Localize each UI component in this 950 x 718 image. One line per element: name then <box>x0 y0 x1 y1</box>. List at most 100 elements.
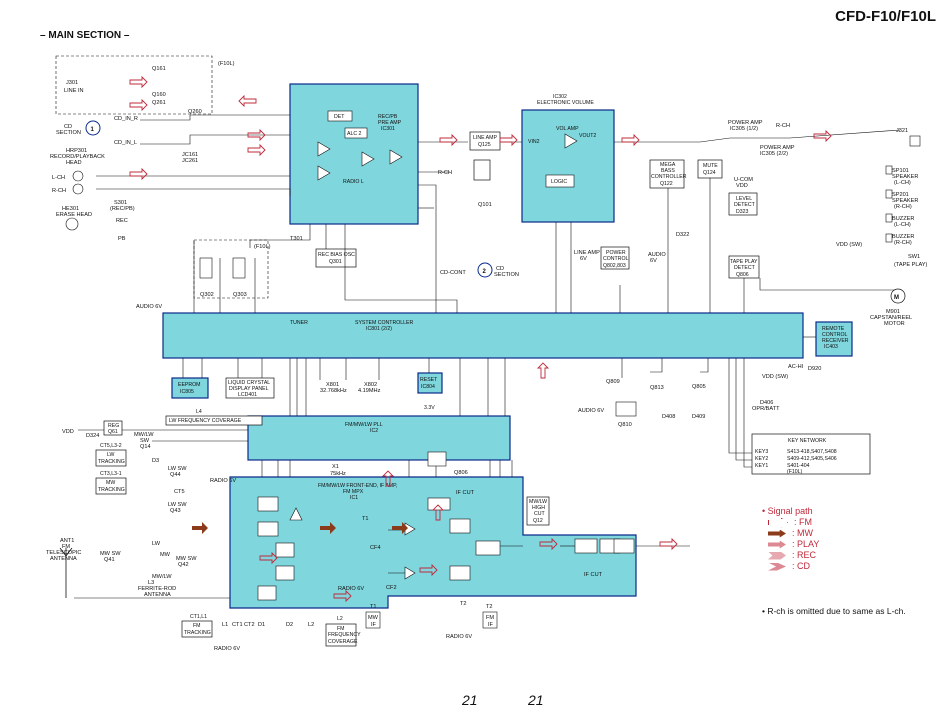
labels-ifcut-text: IF CUT <box>456 490 475 496</box>
labels-rec-text: REC <box>116 218 128 224</box>
blocks-megabass-l3-text: CONTROLLER <box>651 174 687 180</box>
blocks-mwlwhighcut-l1-text: MW/LW <box>529 499 547 505</box>
labels-audio6v2-text: AUDIO <box>648 252 666 258</box>
reg-block <box>103 420 123 436</box>
labels-spk-text: SPEAKER <box>892 198 918 204</box>
labels-erase-text: ERASE HEAD <box>56 212 92 218</box>
blocks-mwtracking-l2-text: TRACKING <box>98 487 125 493</box>
svg-text:M: M <box>894 295 899 301</box>
lcd-block <box>225 377 275 399</box>
logic-label: LOGIC <box>551 179 567 185</box>
svg-text:1: 1 <box>91 127 95 133</box>
labels-rch_out-text: R-CH <box>776 123 790 129</box>
labels-lwsw-text: LW SW <box>168 502 187 508</box>
labels-q101-text: Q101 <box>478 202 492 208</box>
ic801-block <box>162 312 804 359</box>
labels-q260-text: Q260 <box>188 109 202 115</box>
labels-q302-text: Q302 <box>200 292 214 298</box>
labels-recpb-text: RECORD/PLAYBACK <box>50 154 105 160</box>
labels-hrp301-text: HRP301 <box>66 148 87 154</box>
blocks-fmtracking-ref-text: CT1,L1 <box>190 614 207 620</box>
labels-sp201-text: SP201 <box>892 192 909 198</box>
rch-note: • R-ch is omitted due to same as L-ch. <box>762 606 906 616</box>
legend-rec-text: : REC <box>792 550 817 560</box>
labels-sixv-text: 6V <box>580 256 587 262</box>
labels-l3-text: L3 <box>148 580 154 586</box>
power-control-block <box>600 246 630 270</box>
blocks-ic805-l2-text: IC805 <box>180 389 194 395</box>
labels-lchp-text: (L-CH) <box>894 222 911 228</box>
blocks-mute-l1-text: MUTE <box>703 163 718 169</box>
labels-d324-text: D324 <box>86 433 99 439</box>
labels-mwif-text: MW <box>368 615 379 621</box>
labels-j301-text: J301 <box>66 80 78 86</box>
labels-fmif-text: FM <box>486 615 494 621</box>
labels-radio6v-text: RADIO 6V <box>214 646 240 652</box>
labels-antenna2-text: ANTENNA <box>144 592 171 598</box>
signal-path-legend: • Signal path : FM : MW : PLAY : REC : C… <box>762 506 819 572</box>
labels-q161-text: Q161 <box>152 66 166 72</box>
blocks-lwtracking-l2-text: TRACKING <box>98 459 125 465</box>
blocks-keynet-k2-text: KEY2 <box>755 456 768 462</box>
labels-q42-text: Q42 <box>178 562 189 568</box>
labels-opr-text: OPR/BATT <box>752 406 780 412</box>
vin2-label: VIN2 <box>528 139 540 145</box>
labels-cdcont-text: CD-CONT <box>440 270 466 276</box>
labels-x801-text: X801 <box>326 382 339 388</box>
labels-q809-text: Q809 <box>606 379 620 385</box>
labels-ct1-text: CT1 <box>232 622 243 628</box>
labels-x1f-text: 75kHz <box>330 471 346 477</box>
blocks-ic403-l4-text: IC403 <box>824 344 838 350</box>
labels-vddsw2-text: VDD (SW) <box>762 374 788 380</box>
legend-mw-text: : MW <box>792 528 813 538</box>
labels-d920-text: D920 <box>808 366 821 372</box>
labels-ct5-text: CT5 <box>174 489 185 495</box>
blocks-mwlwhighcut-l2-text: HIGH <box>532 505 545 511</box>
blocks-lwfreq-l1-text: LW FREQUENCY COVERAGE <box>169 418 242 424</box>
labels-q261-text: Q261 <box>152 100 166 106</box>
labels-q810-text: Q810 <box>618 422 632 428</box>
ic302-block <box>521 109 615 223</box>
labels-jc261-text: JC261 <box>182 158 198 164</box>
labels-ic305a-text: IC305 (1/2) <box>730 126 758 132</box>
labels-radio6v-text: RADIO 6V <box>446 634 472 640</box>
blocks-ic403-l3-text: RECEIVER <box>822 338 849 344</box>
blocks-keynet-k1v-text: S401-404 <box>787 463 810 469</box>
blocks-lineamp-l2-text: Q125 <box>478 142 491 148</box>
blocks-leveldet-l1-text: LEVEL <box>736 196 752 202</box>
blocks-fmfreq-l3-text: COVERAGE <box>328 639 358 645</box>
labels-d1-text: D1 <box>258 622 265 628</box>
labels-q14-text: Q14 <box>140 444 151 450</box>
ic403-block <box>815 321 853 357</box>
labels-rchp-text: (R-CH) <box>894 204 912 210</box>
blocks-reg-l1-text: REG <box>108 423 119 429</box>
eeprom-block <box>171 377 209 399</box>
labels-antenna-text: ANTENNA <box>50 556 77 562</box>
ic801-label: SYSTEM CONTROLLER <box>355 320 413 326</box>
legend-cd: : CD <box>762 561 819 572</box>
vout2-label: VOUT2 <box>579 133 596 139</box>
blocks-mute-l2-text: Q124 <box>703 170 716 176</box>
ic302-label2: ELECTRONIC VOLUME <box>537 100 594 106</box>
labels-head-text: HEAD <box>66 160 82 166</box>
section-title: – MAIN SECTION – <box>40 30 130 41</box>
blocks-power-l2-text: CONTROL <box>603 256 628 262</box>
page-number-left: 21 <box>462 692 478 708</box>
blocks-lwtracking-l1-text: LW <box>107 452 114 458</box>
labels-poweramp1-text: POWER AMP <box>728 120 763 126</box>
labels-mwlwsw-text: MW/LW <box>134 432 154 438</box>
blocks-fmtracking-l2-text: TRACKING <box>184 630 211 636</box>
blocks-megabass-l2-text: BASS <box>661 168 675 174</box>
blocks-lcd-l2-text: DISPLAY PANEL <box>229 386 269 392</box>
labels-j321-text: J321 <box>896 128 908 134</box>
labels-radio6v-text: RADIO 6V <box>210 478 236 484</box>
labels-if-text: IF <box>488 622 494 628</box>
fm-tracking-block <box>181 620 213 638</box>
labels-motor-text: MOTOR <box>884 321 905 327</box>
labels-telescopic-text: TELESCOPIC <box>46 550 81 556</box>
labels-ucom-text: U-COM <box>734 177 753 183</box>
blocks-keynet-k2v-text: S409-412,S405,S406 <box>787 456 837 462</box>
mw-tracking-block <box>95 477 127 495</box>
labels-linein-text: LINE IN <box>64 88 84 94</box>
